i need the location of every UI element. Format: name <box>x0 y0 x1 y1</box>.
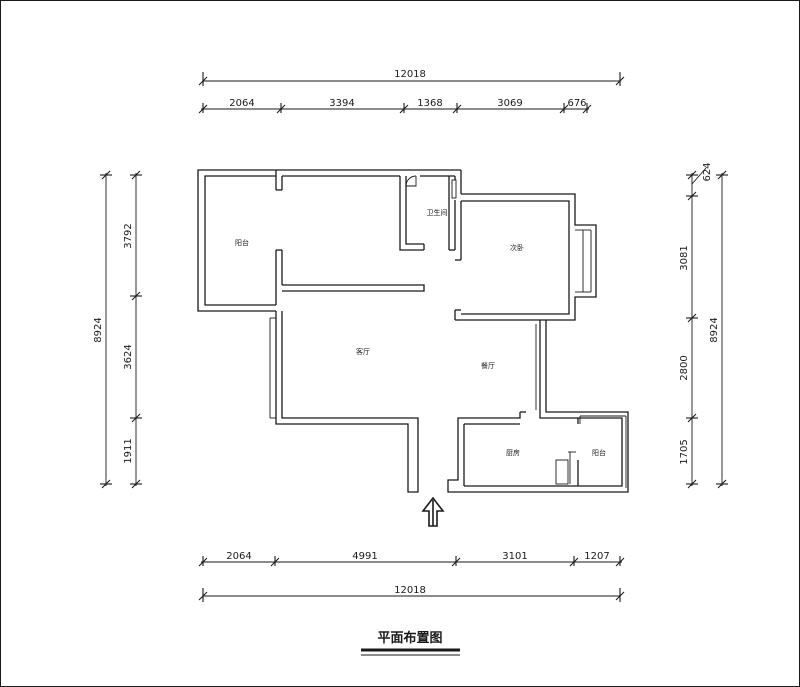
living-room-walls <box>269 284 425 493</box>
room-label-kitchen: 厨房 <box>506 448 520 457</box>
top-total-dimension: 12018 <box>198 69 625 86</box>
bottom-segment-dimensions: 2064 4991 3101 1207 <box>198 551 625 567</box>
top-segment-dimensions: 2064 3394 1368 3069 676 <box>198 98 592 114</box>
top-seg-5: 676 <box>567 98 586 109</box>
left-total-dimension: 8924 <box>93 170 112 489</box>
bathroom-walls <box>399 175 457 251</box>
top-seg-4: 3069 <box>497 98 522 109</box>
room-label-balcony-east: 阳台 <box>592 448 606 457</box>
top-seg-2: 3394 <box>329 98 354 109</box>
room-label-living-room: 客厅 <box>356 347 370 356</box>
right-seg-1: 624 <box>702 162 713 181</box>
room-label-balcony-west: 阳台 <box>235 238 249 247</box>
right-segment-dimensions: 624 3081 2800 1705 <box>679 162 713 489</box>
room-label-dining-room: 餐厅 <box>481 361 495 370</box>
right-total-label: 8924 <box>709 317 720 342</box>
walls <box>197 169 629 493</box>
room-label-second-bedroom: 次卧 <box>510 243 524 252</box>
bottom-seg-1: 2064 <box>226 551 251 562</box>
bottom-total-dimension: 12018 <box>198 585 625 602</box>
north-walls <box>276 169 462 194</box>
top-seg-3: 1368 <box>417 98 442 109</box>
right-seg-3: 2800 <box>679 355 690 380</box>
left-seg-2: 3624 <box>123 344 134 369</box>
left-seg-3: 1911 <box>123 438 134 463</box>
bottom-seg-3: 3101 <box>502 551 527 562</box>
top-total-label: 12018 <box>394 69 426 80</box>
right-total-dimension: 8924 <box>709 170 728 489</box>
entrance-arrow-icon <box>421 496 445 527</box>
bottom-seg-4: 1207 <box>584 551 609 562</box>
room-label-bathroom: 卫生间 <box>427 208 448 217</box>
left-seg-1: 3792 <box>123 223 134 248</box>
bottom-seg-2: 4991 <box>352 551 377 562</box>
drawing-title-block: 平面布置图 <box>361 630 460 656</box>
bottom-total-label: 12018 <box>394 585 426 596</box>
top-seg-1: 2064 <box>229 98 254 109</box>
second-bedroom-walls <box>454 193 597 321</box>
west-balcony-walls <box>197 169 283 312</box>
left-segment-dimensions: 3792 3624 1911 <box>123 170 142 489</box>
room-labels: 阳台 卫生间 次卧 客厅 餐厅 厨房 阳台 <box>235 208 606 457</box>
right-seg-2: 3081 <box>679 245 690 270</box>
dining-kitchen-walls <box>447 320 629 493</box>
drawing-title: 平面布置图 <box>377 630 442 646</box>
left-total-label: 8924 <box>93 317 104 342</box>
right-seg-4: 1705 <box>679 439 690 464</box>
